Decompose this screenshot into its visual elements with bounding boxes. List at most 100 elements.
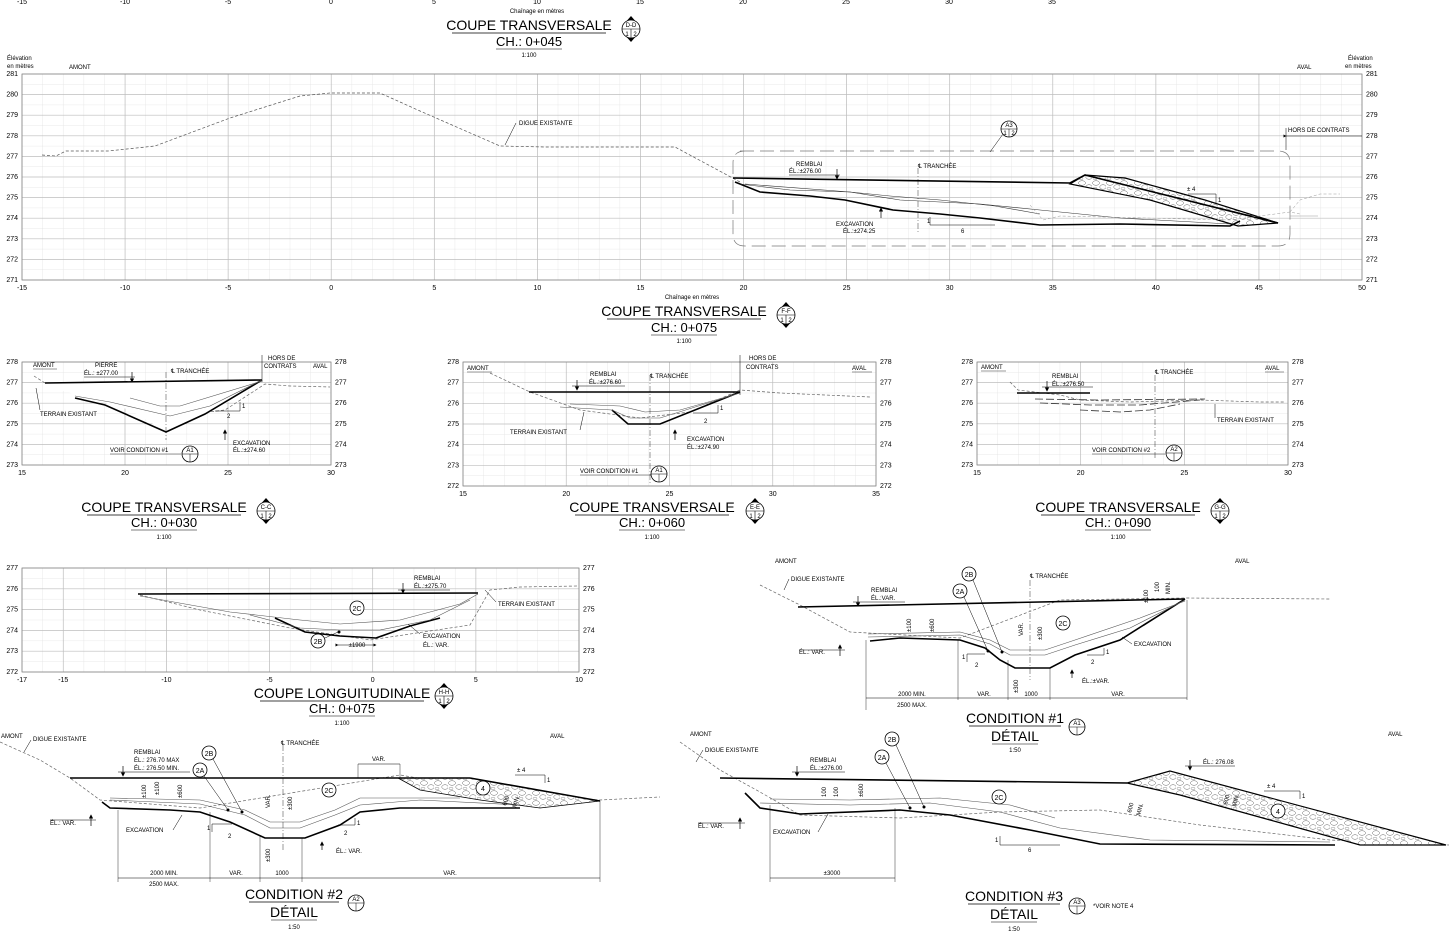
section_H-y-tick: 277 [583, 565, 595, 572]
section-d-elev-label-right-1: Élévation [1348, 55, 1373, 62]
section-d-out-of-contract: HORS DE CONTRATS [1288, 128, 1350, 134]
condition2-d600a: ±600 [178, 784, 184, 798]
section-h-title-block: COUPE LONGUITUDINALE CH.: 0+075 1:100 H-… [254, 683, 454, 727]
section_E-y-tick: 277 [447, 380, 459, 387]
top-axis-tick: 30 [945, 0, 953, 6]
section_C-y-tick: 273 [335, 462, 347, 469]
section_E-x-tick: 35 [872, 491, 880, 498]
section-d-elev-label-left-1: Élévation [7, 55, 32, 62]
section-d-excavation-line [734, 181, 1241, 227]
section_D-x-tick: 45 [1255, 285, 1263, 292]
condition1-mark-2b: 2B [961, 566, 977, 582]
condition2-scale: 1:50 [288, 925, 300, 931]
condition1-detail: AMONT AVAL DIGUE EXISTANTE ℄ TRANCHÉE RE… [759, 559, 1331, 710]
condition2-var-v: VAR. [266, 794, 272, 808]
condition1-callout-label: A1 [1073, 721, 1081, 727]
section-g-upstream: AMONT [981, 365, 1003, 371]
section_D-x-tick: 30 [946, 285, 954, 292]
section-d-scale: 1:100 [521, 53, 537, 59]
section-d-tag-top: D-D [626, 23, 637, 29]
section-g-downstream: AVAL [1265, 366, 1280, 372]
condition2-d300a: ±300 [288, 796, 294, 810]
condition1-el-var2: ÉL.:±VAR. [1082, 678, 1110, 685]
condition2-title: CONDITION #2 [245, 886, 343, 902]
condition3-pm4: ± 4 [1267, 784, 1276, 790]
section_C-y-tick: 273 [6, 462, 18, 469]
section-c-tag-top: C-C [261, 505, 272, 511]
section-d-elev-label-left-2: en mètres [7, 64, 34, 70]
section_G-y-tick: 277 [1292, 380, 1304, 387]
condition1-upstream: AMONT [775, 559, 797, 565]
condition2-dim-2000: 2000 MIN. [150, 871, 178, 877]
condition3-min-b: MIN. [1232, 793, 1241, 807]
condition2-fill-elev-max: ÉL.: 276.70 MAX [134, 757, 179, 764]
condition3-d600b: 600 [1127, 802, 1136, 814]
section_C-x-tick: 25 [224, 470, 232, 477]
section_D-y-tick: 279 [1366, 112, 1378, 119]
top-axis-label: Chaînage en mètres [510, 9, 564, 15]
section-c-chainage: CH.: 0+030 [131, 515, 197, 530]
section-d-tag-right: 2 [633, 32, 637, 38]
section-d-upstream: AMONT [69, 65, 91, 71]
condition1-d300b: ±300 [1014, 679, 1020, 693]
condition3-mark-2b-label: 2B [888, 737, 897, 744]
section_D-x-tick: 50 [1358, 285, 1366, 292]
section_G-y-tick: 273 [1292, 462, 1304, 469]
condition3-d600c: 600 [1223, 794, 1232, 806]
section-c-see-condition: VOIR CONDITION #1 [110, 448, 169, 454]
top-axis-tick: -5 [225, 0, 231, 6]
section_H-y-tick: 275 [583, 607, 595, 614]
section_G-y-tick: 276 [1292, 400, 1304, 407]
section-h-tag-top: H-H [439, 690, 450, 696]
condition3-mark-2c: 2C [991, 789, 1007, 805]
section-c-centerline: ℄ TRANCHÉE [170, 368, 209, 375]
section-d-excavation-elev: ÉL.:±274.25 [843, 228, 876, 235]
condition1-title-block: CONDITION #1 DÉTAIL 1:50 A1 [966, 710, 1086, 754]
condition3-fill-label: REMBLAI [810, 758, 837, 764]
section_H-x-tick: -5 [266, 677, 272, 684]
condition2-el-var: ÉL.: VAR. [50, 820, 76, 827]
section-d-callout-left: 1 [1003, 131, 1007, 137]
section-g-chainage: CH.: 0+090 [1085, 515, 1151, 530]
section-h-tag-right: 2 [446, 699, 450, 705]
section_C-y-tick: 275 [6, 421, 18, 428]
condition2-detail: AMONT AVAL DIGUE EXISTANTE ℄ TRANCHÉE RE… [0, 734, 661, 888]
condition2-d600b: 600 [502, 795, 511, 807]
section_G-y-tick: 278 [1292, 359, 1304, 366]
section-c-scale: 1:100 [156, 535, 172, 541]
section-e-callout: A1 [650, 465, 668, 483]
section_E-x-tick: 15 [459, 491, 467, 498]
condition3-slope-one: 1 [1302, 794, 1306, 800]
condition1-d100c: 100 [1155, 581, 1161, 592]
section-c-excavation-label: EXCAVATION [233, 441, 270, 447]
section-g-terrain: TERRAIN EXISTANT [1217, 418, 1274, 424]
section_G-y-tick: 274 [1292, 441, 1304, 448]
section-e-excavation-label: EXCAVATION [687, 437, 724, 443]
section-g-centerline: ℄ TRANCHÉE [1154, 369, 1193, 376]
section_D-y-tick: 274 [1366, 215, 1378, 222]
section-d-fill-top [732, 174, 1279, 224]
section_C-y-tick: 274 [6, 441, 18, 448]
condition1-mark-2a-label: 2A [956, 589, 965, 596]
section-g-tag-top: G-G [1214, 505, 1226, 511]
section-h-tag-left: 1 [438, 699, 442, 705]
section-e-terrain: TERRAIN EXISTANT [510, 430, 567, 436]
section-g-see-condition: VOIR CONDITION #2 [1092, 448, 1151, 454]
section-c-tag-symbol: C-C 1 2 [256, 498, 276, 524]
section_D-y-tick: 281 [1366, 71, 1378, 78]
condition3-dike-label: DIGUE EXISTANTE [705, 748, 759, 754]
section-g-callout: A2 [1165, 444, 1183, 462]
section_E-y-tick: 275 [447, 421, 459, 428]
section-e-tag-left: 1 [749, 514, 753, 520]
condition2-fill-label: REMBLAI [134, 750, 161, 756]
section-f-tag-left: 1 [780, 318, 784, 324]
section_D-x-tick: 35 [1049, 285, 1057, 292]
section-c-upstream: AMONT [33, 363, 55, 369]
condition1-dim-var1: VAR. [977, 692, 991, 698]
condition1-dim-1000: 1000 [1024, 692, 1038, 698]
section-e-centerline: ℄ TRANCHÉE [649, 373, 688, 380]
section-c-excavation-elev: ÉL.:±274.60 [233, 447, 266, 454]
